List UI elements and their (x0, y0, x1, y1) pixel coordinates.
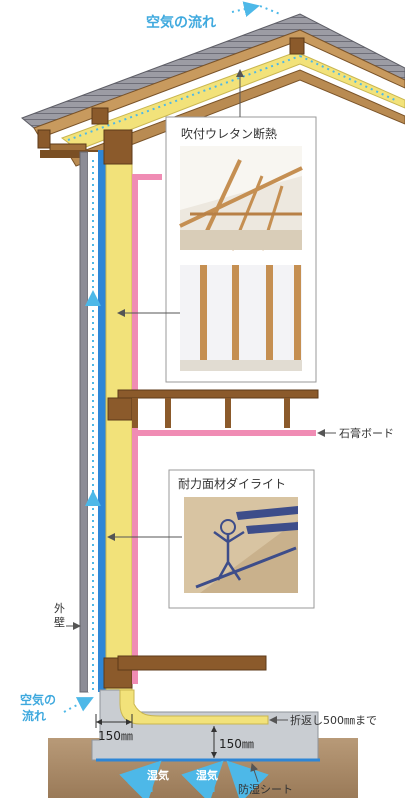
air-flow-bottom-label-1: 空気の (20, 692, 56, 707)
moisture-sheet-label: 防湿シート (238, 782, 293, 796)
dim-150-vertical-label: 150㎜ (219, 737, 254, 751)
moisture-label-1: 湿気 (147, 768, 169, 782)
air-flow-bottom-label-2: 流れ (22, 708, 46, 723)
wall (79, 129, 133, 693)
fold-back-label: 折返し500㎜まで (290, 713, 377, 727)
moisture-label-2: 湿気 (196, 768, 218, 782)
urethane-callout: 吹付ウレタン断熱 (165, 116, 317, 383)
dairite-callout: 耐力面材ダイライト (168, 469, 315, 609)
dim-150-horizontal-label: 150㎜ (98, 729, 133, 743)
urethane-label: 吹付ウレタン断熱 (181, 126, 277, 141)
dairite-label: 耐力面材ダイライト (178, 476, 286, 491)
exterior-wall-label: 外壁 (54, 602, 65, 629)
roof (21, 1, 405, 167)
leader-lines (66, 69, 336, 783)
air-flow-top-label: 空気の流れ (146, 14, 216, 31)
exterior-wall-char: 外 (54, 602, 65, 615)
foundation (48, 689, 358, 798)
dimensions (95, 714, 217, 758)
exterior-wall-char: 壁 (54, 615, 65, 629)
wall-spray-photo (180, 265, 302, 371)
interior (117, 174, 319, 684)
attic-spray-photo (179, 146, 303, 251)
gypsum-label: 石膏ボード (339, 426, 394, 440)
dairite-board-photo (184, 497, 298, 593)
